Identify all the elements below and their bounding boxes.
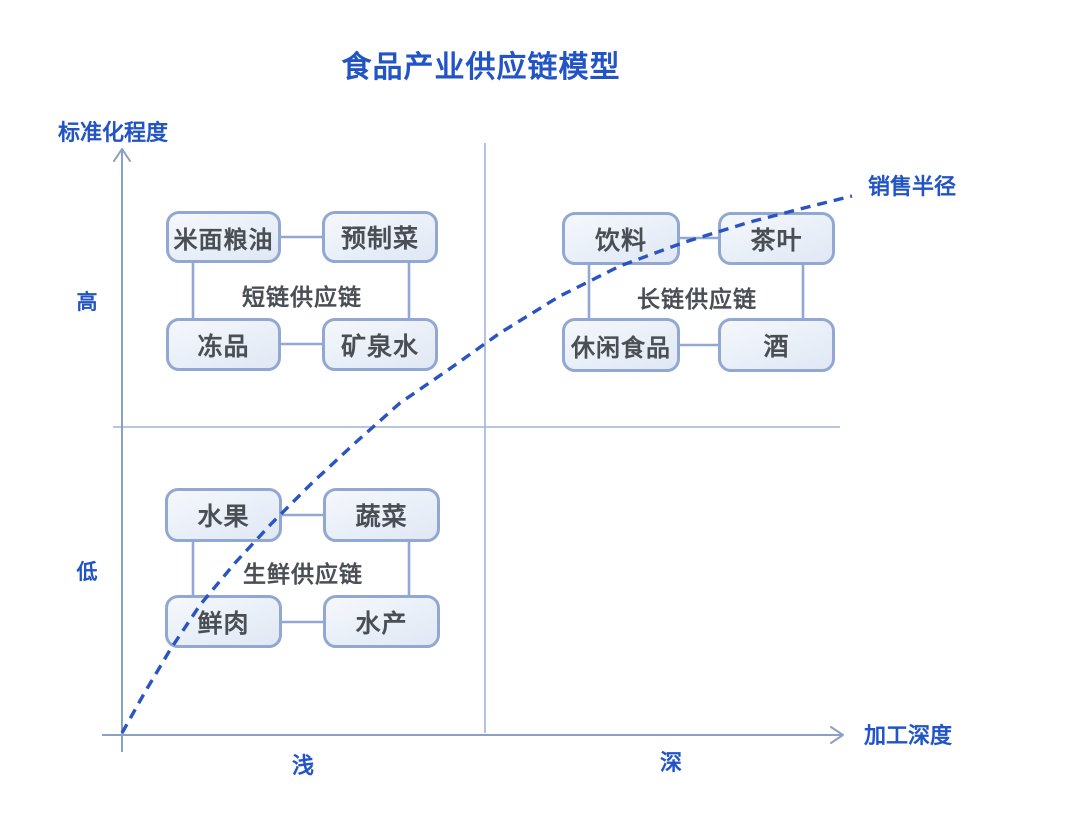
y-axis-arrowhead xyxy=(113,148,131,162)
diagram-title: 食品产业供应链模型 xyxy=(341,51,621,84)
short-chain-group-label: 短链供应链 xyxy=(242,284,362,310)
node-mineral-water: 矿泉水 xyxy=(322,318,438,371)
y-tick-high: 高 xyxy=(76,291,98,314)
y-axis-label: 标准化程度 xyxy=(58,120,169,145)
y-tick-low: 低 xyxy=(76,561,98,584)
node-grain-oil: 米面粮油 xyxy=(166,211,281,263)
x-axis-label: 加工深度 xyxy=(864,723,953,748)
node-tea: 茶叶 xyxy=(718,212,835,265)
node-frozen-goods: 冻品 xyxy=(166,318,281,371)
node-aquatic-products: 水产 xyxy=(323,595,440,648)
long-chain-group-label: 长链供应链 xyxy=(637,286,757,312)
curve-label: 销售半径 xyxy=(868,174,957,199)
fresh-chain-group-label: 生鲜供应链 xyxy=(243,561,363,587)
node-alcohol: 酒 xyxy=(718,318,835,372)
node-vegetables: 蔬菜 xyxy=(323,488,440,542)
node-beverages: 饮料 xyxy=(562,212,680,265)
node-snack-food: 休闲食品 xyxy=(562,318,680,372)
node-fruit: 水果 xyxy=(165,488,282,542)
x-tick-deep: 深 xyxy=(659,750,682,775)
node-prepared-dishes: 预制菜 xyxy=(322,211,438,263)
x-tick-shallow: 浅 xyxy=(291,753,314,778)
node-fresh-meat: 鲜肉 xyxy=(165,595,282,648)
